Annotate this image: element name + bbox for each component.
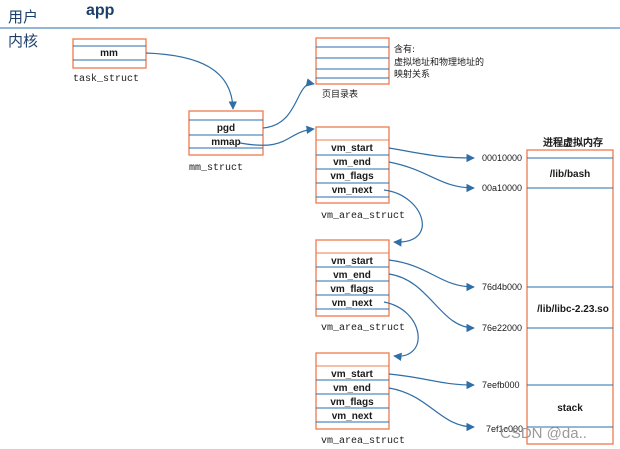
watermark: CSDN @da.. [500, 425, 587, 442]
vm-area-3-caption: vm_area_struct [321, 436, 405, 447]
task-struct-box: mm [72, 38, 147, 69]
vm-area-1-field-vm-start: vm_start [331, 143, 373, 154]
page-table-caption: 页目录表 [322, 88, 358, 100]
address-label-76e22000: 76e22000 [482, 323, 522, 333]
vm-area-1-caption: vm_area_struct [321, 211, 405, 222]
mm-struct-field-mmap: mmap [211, 137, 240, 148]
arrow-vm-area-3-start [388, 373, 475, 390]
app-label: app [86, 2, 115, 19]
vm-area-struct-1-box: vm_start vm_end vm_flags vm_next [315, 126, 390, 204]
vm-area-3-field-vm-next: vm_next [332, 411, 373, 422]
vm-area-2-field-vm-flags: vm_flags [330, 284, 374, 295]
page-table-note-line-3: 映射关系 [394, 68, 430, 80]
page-table-box [315, 37, 390, 85]
vm-area-3-field-vm-end: vm_end [333, 383, 371, 394]
page-table-note-line-2: 虚拟地址和物理地址的 [394, 56, 484, 68]
vm-area-1-field-vm-end: vm_end [333, 157, 371, 168]
arrow-vm-area-1-end [388, 161, 475, 193]
arrow-mmap-to-vm-area-1 [239, 125, 315, 146]
kernel-space-label: 内核 [8, 32, 38, 50]
vm-area-3-field-vm-start: vm_start [331, 369, 373, 380]
vm-area-2-field-vm-next: vm_next [332, 298, 373, 309]
vm-area-2-caption: vm_area_struct [321, 323, 405, 334]
vm-area-2-field-vm-end: vm_end [333, 270, 371, 281]
address-label-7eefb000: 7eefb000 [482, 380, 520, 390]
arrow-mm-to-mm-struct [145, 52, 237, 110]
region-label-stack: stack [557, 403, 583, 414]
process-memory-column [526, 149, 614, 445]
vm-area-2-field-vm-start: vm_start [331, 256, 373, 267]
arrow-vm-area-3-end [388, 387, 475, 432]
region-label-libc: /lib/libc-2.23.so [537, 304, 609, 315]
vm-area-3-field-vm-flags: vm_flags [330, 397, 374, 408]
vm-area-struct-2-box: vm_start vm_end vm_flags vm_next [315, 239, 390, 317]
arrow-vm-area-2-end [388, 273, 475, 333]
arrow-vm-area-2-start [388, 259, 475, 292]
task-struct-field-mm: mm [100, 48, 118, 59]
address-label-76d4b000: 76d4b000 [482, 282, 522, 292]
arrow-vm-area-2-next [383, 301, 419, 361]
vm-area-1-field-vm-flags: vm_flags [330, 171, 374, 182]
mm-struct-field-pgd: pgd [217, 123, 235, 134]
vm-area-1-field-vm-next: vm_next [332, 185, 373, 196]
user-space-label: 用户 [8, 8, 38, 26]
address-label-7ef1c000: 7ef1c000 [486, 424, 523, 434]
mm-struct-box: pgd mmap [188, 110, 264, 156]
address-label-00010000: 00010000 [482, 153, 522, 163]
process-memory-title: 进程虚拟内存 [543, 136, 603, 149]
region-label-bash: /lib/bash [550, 169, 591, 180]
address-label-00a10000: 00a10000 [482, 183, 522, 193]
mm-struct-caption: mm_struct [189, 163, 243, 174]
task-struct-caption: task_struct [73, 73, 139, 85]
arrow-vm-area-1-start [388, 147, 475, 163]
vm-area-struct-3-box: vm_start vm_end vm_flags vm_next [315, 352, 390, 430]
arrow-vm-area-1-next [383, 189, 423, 247]
page-table-note-line-1: 含有: [394, 43, 415, 55]
arrow-pgd-to-page-table [262, 78, 315, 129]
